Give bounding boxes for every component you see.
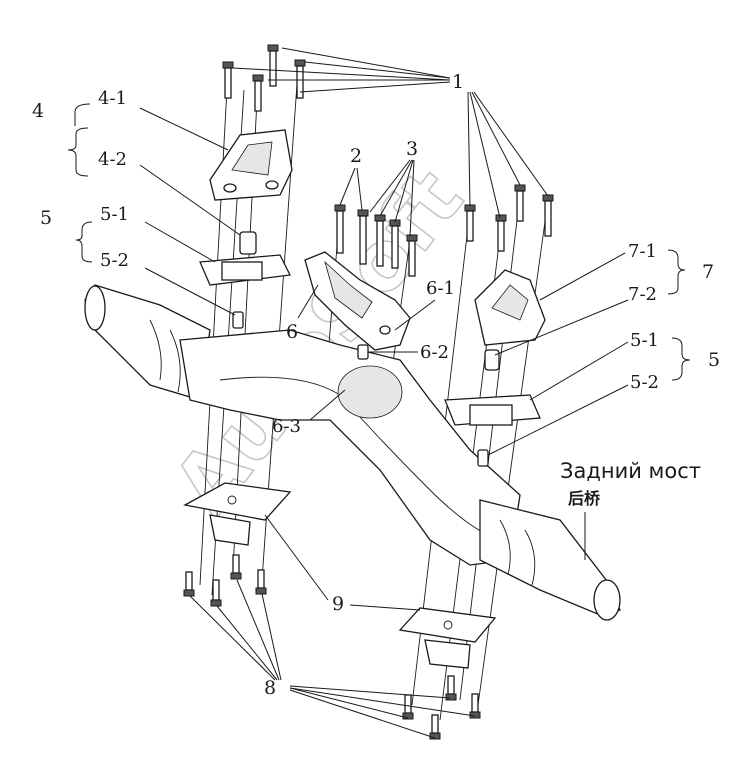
part-5-1-left-bracket — [199, 254, 291, 286]
part-6-2-pin — [357, 344, 369, 360]
part-5-2-left-pin — [232, 311, 244, 329]
label-1: 1 — [452, 71, 464, 93]
rear-axle-housing — [84, 284, 621, 621]
label-3: 3 — [406, 138, 418, 160]
caption-chinese: 后桥 — [568, 489, 601, 508]
label-5-2-right: 5-2 — [630, 372, 659, 393]
label-5-left: 5 — [40, 207, 52, 229]
caption-russian: Задний мост — [560, 459, 701, 483]
label-6-1: 6-1 — [426, 278, 455, 299]
bolts-group-1 — [222, 44, 554, 252]
label-5-1-right: 5-1 — [630, 330, 659, 351]
label-8: 8 — [264, 677, 276, 699]
label-9: 9 — [332, 593, 344, 615]
label-7-2: 7-2 — [628, 284, 657, 305]
part-4-2-bushing — [239, 231, 257, 255]
part-7-1-right-bracket — [474, 269, 546, 346]
label-7: 7 — [702, 261, 714, 283]
label-6: 6 — [286, 321, 298, 343]
label-6-2: 6-2 — [420, 342, 449, 363]
part-labels: 1 2 3 4 4-1 4-2 5 5-1 5-2 6 6-1 6-2 6-3 … — [32, 71, 720, 699]
part-5-1-right-bracket — [444, 394, 541, 426]
label-7-1: 7-1 — [628, 241, 657, 262]
label-2: 2 — [350, 145, 362, 167]
label-4-2: 4-2 — [98, 149, 127, 170]
part-5-2-right-pin — [477, 449, 489, 467]
part-7-2-bushing — [484, 349, 500, 371]
label-6-3: 6-3 — [272, 416, 301, 437]
leader-lines — [67, 47, 691, 739]
label-5-1-left: 5-1 — [100, 204, 129, 225]
part-6-center-bracket — [304, 251, 411, 351]
assembly-caption: Задний мост 后桥 — [560, 459, 701, 508]
part-9-right-lower-plate — [398, 607, 497, 669]
label-5-2-left: 5-2 — [100, 250, 129, 271]
part-4-1-upper-bracket — [209, 129, 293, 201]
label-4-1: 4-1 — [98, 88, 127, 109]
label-5-right: 5 — [708, 349, 720, 371]
label-4: 4 — [32, 100, 44, 122]
bolts-group-2-3 — [334, 204, 418, 277]
part-9-left-lower-plate — [183, 482, 292, 546]
